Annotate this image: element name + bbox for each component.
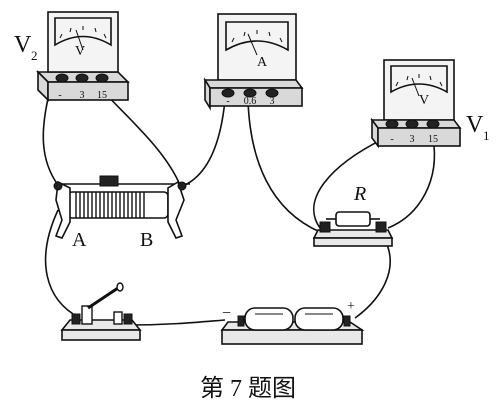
ammeter: A - 0.6 3 <box>203 13 304 111</box>
switch <box>60 282 142 341</box>
wire-switch-to-battery <box>129 319 226 326</box>
v2-dial-label: V <box>75 44 85 59</box>
v2-label-subscript: 2 <box>31 48 38 63</box>
battery-negative-label: − <box>222 305 231 322</box>
ammeter-terminal-minus: - <box>226 96 229 107</box>
ammeter-terminal-0-6: 0.6 <box>244 96 257 107</box>
voltmeter-v2: V - 3 15 <box>36 11 130 102</box>
ammeter-dial-label: A <box>257 55 268 70</box>
rheostat-end-b-label: B <box>140 229 153 251</box>
wire-resistor-to-battery <box>354 239 391 319</box>
v1-label: V <box>466 112 484 138</box>
v2-terminal-3: 3 <box>80 90 85 101</box>
wire-ammeter-to-rheostat <box>184 99 226 186</box>
v2-label: V <box>14 32 32 58</box>
v1-label-subscript: 1 <box>483 128 490 143</box>
wire-v1-to-resistor-left <box>313 137 386 229</box>
v1-terminal-15: 15 <box>428 134 438 145</box>
wire-v2-to-rheostat-a <box>42 89 59 186</box>
v2-terminal-minus: - <box>58 90 61 101</box>
resistor-label: R <box>353 183 366 205</box>
battery-positive-label: + <box>347 299 355 314</box>
wire-v2-to-rheostat-b <box>101 89 181 186</box>
wire-rheostat-to-switch <box>44 209 81 319</box>
voltmeter-v1: V - 3 15 <box>370 59 462 149</box>
ammeter-terminal-3: 3 <box>270 96 275 107</box>
v1-dial-label: V <box>419 93 429 108</box>
battery: − + <box>220 299 365 345</box>
figure-caption: 第 7 题图 <box>200 375 296 402</box>
rheostat: A B <box>53 175 190 251</box>
v1-terminal-minus: - <box>390 134 393 145</box>
rheostat-end-a-label: A <box>72 229 87 251</box>
wire-ammeter-to-resistor <box>247 99 321 233</box>
resistor: R <box>312 183 394 247</box>
v1-terminal-3: 3 <box>410 134 415 145</box>
wire-v1-to-resistor-right <box>387 137 436 229</box>
v2-terminal-15: 15 <box>97 90 107 101</box>
